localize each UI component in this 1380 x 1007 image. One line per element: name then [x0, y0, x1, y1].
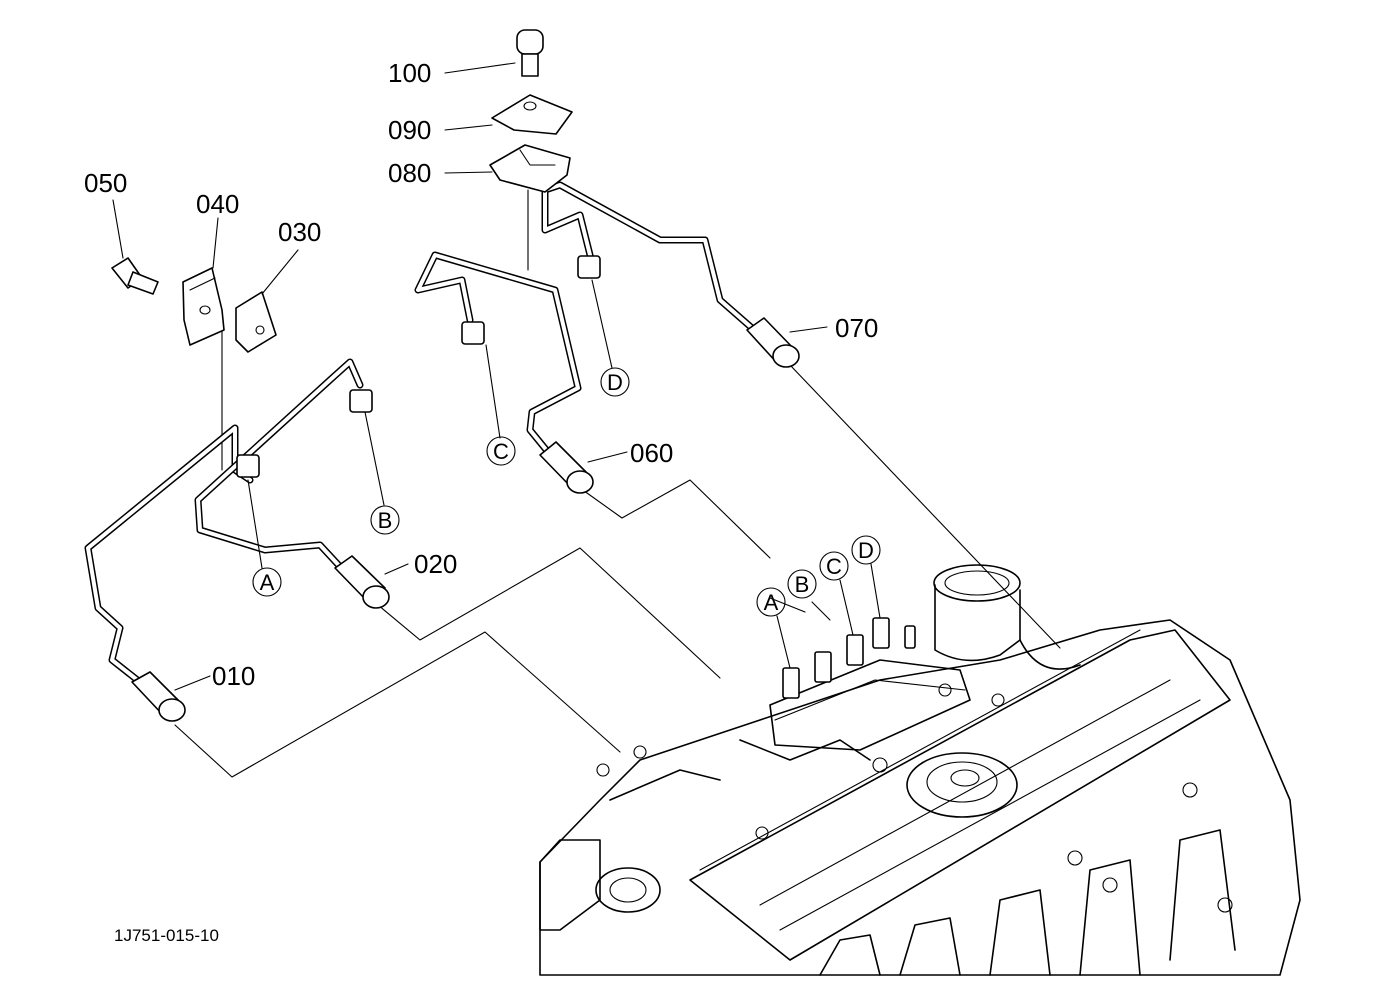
svg-text:C: C: [826, 554, 842, 579]
label-100: 100: [388, 58, 431, 88]
label-050: 050: [84, 168, 127, 198]
label-070: 070: [835, 313, 878, 343]
bolt-050: [111, 257, 159, 295]
svg-text:D: D: [607, 370, 623, 395]
label-030: 030: [278, 217, 321, 247]
svg-text:B: B: [795, 572, 810, 597]
bolt-100: [516, 29, 544, 77]
clamp-030: [235, 291, 277, 353]
marker-c-pipe: C: [486, 436, 516, 466]
part-number-labels: 100 090 080 050 040 030 070 060 020 010: [84, 58, 878, 691]
marker-a-pipe: A: [252, 567, 282, 597]
clamp-090: [491, 94, 573, 135]
injection-pipe-020: [194, 358, 364, 576]
svg-text:A: A: [260, 570, 275, 595]
injection-pipe-070: [541, 181, 764, 339]
clamp-080: [489, 144, 571, 193]
label-020: 020: [414, 549, 457, 579]
pipe-end-fittings: [131, 255, 800, 722]
clamp-040: [182, 267, 225, 346]
callout-leaders: [112, 62, 831, 691]
engine-head-illustration: [539, 564, 1301, 976]
svg-text:A: A: [764, 590, 779, 615]
label-080: 080: [388, 158, 431, 188]
marker-a-nozzle: A: [756, 587, 786, 617]
injection-pipe-060: [414, 251, 582, 456]
svg-text:D: D: [858, 538, 874, 563]
svg-text:C: C: [493, 439, 509, 464]
connector-markers: C D B A A B C D: [252, 367, 881, 669]
label-060: 060: [630, 438, 673, 468]
injection-pipe-010: [84, 424, 254, 694]
marker-d-pipe: D: [600, 367, 630, 397]
marker-b-nozzle: B: [787, 569, 817, 599]
label-010: 010: [212, 661, 255, 691]
label-090: 090: [388, 115, 431, 145]
label-040: 040: [196, 189, 239, 219]
assembly-leader-lines: [174, 189, 1061, 778]
marker-b-pipe: B: [370, 505, 400, 535]
marker-c-nozzle: C: [819, 551, 849, 581]
marker-d-nozzle: D: [851, 535, 881, 565]
drawing-code: 1J751-015-10: [114, 926, 219, 945]
svg-text:B: B: [378, 508, 393, 533]
